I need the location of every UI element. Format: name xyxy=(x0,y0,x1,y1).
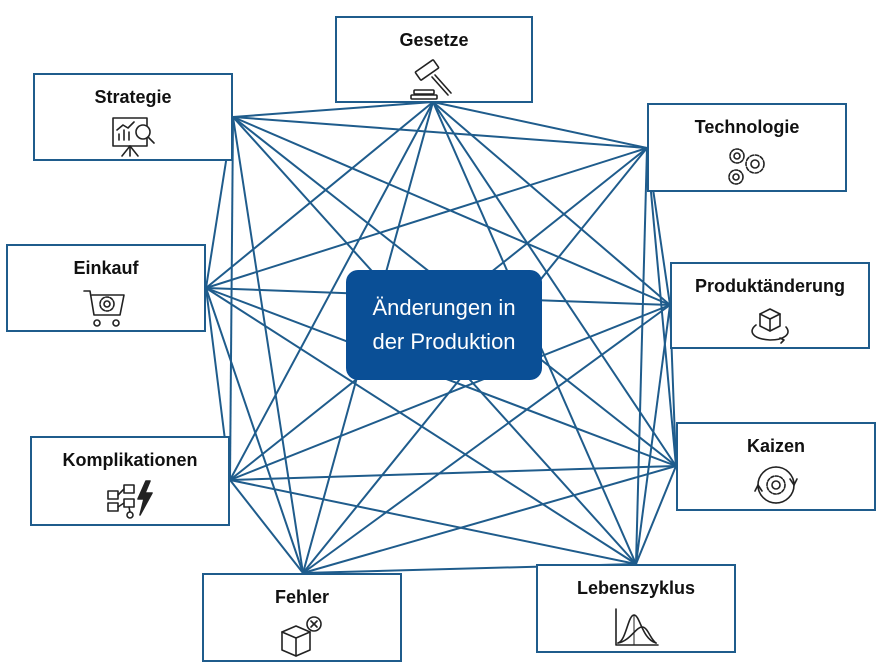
node-label-gesetze: Gesetze xyxy=(399,30,469,50)
connector-gesetze-technologie xyxy=(432,101,648,149)
flowchart-lightning-icon xyxy=(104,477,156,521)
connector-produktaenderung-komplikationen xyxy=(229,304,671,481)
connector-technologie-lebenszyklus xyxy=(635,147,648,565)
node-label-kaizen: Kaizen xyxy=(746,436,806,456)
distribution-curve-icon xyxy=(610,605,662,649)
node-kaizen: Kaizen xyxy=(676,422,876,511)
node-einkauf: Einkauf xyxy=(6,244,206,332)
connector-strategie-technologie xyxy=(232,116,648,149)
gavel-icon xyxy=(408,57,460,101)
connector-strategie-fehler xyxy=(232,116,304,574)
node-komplikationen: Komplikationen xyxy=(30,436,230,526)
node-produktaenderung: Produktänderung xyxy=(670,262,870,349)
connector-gesetze-strategie xyxy=(232,101,434,118)
node-label-technologie: Technologie xyxy=(694,117,800,137)
node-gesetze: Gesetze xyxy=(335,16,533,103)
node-label-fehler: Fehler xyxy=(274,587,330,607)
node-lebenszyklus: Lebenszyklus xyxy=(536,564,736,653)
rotating-cube-icon xyxy=(744,303,796,347)
connector-einkauf-lebenszyklus xyxy=(205,287,637,565)
node-label-strategie: Strategie xyxy=(94,87,172,107)
connector-gesetze-einkauf xyxy=(205,101,434,289)
connector-kaizen-lebenszyklus xyxy=(635,465,677,565)
connector-komplikationen-kaizen xyxy=(229,465,677,481)
gears-icon xyxy=(721,144,773,188)
center-title-line-2: der Produktion xyxy=(372,329,516,354)
box-error-icon xyxy=(276,614,328,658)
node-label-komplikationen: Komplikationen xyxy=(62,450,198,470)
node-label-einkauf: Einkauf xyxy=(73,258,139,278)
node-label-produktaenderung: Produktänderung xyxy=(694,276,845,296)
connector-gesetze-komplikationen xyxy=(229,101,434,481)
connector-komplikationen-fehler xyxy=(229,479,304,574)
connector-einkauf-fehler xyxy=(205,287,304,574)
connector-technologie-kaizen xyxy=(646,147,677,467)
connector-kaizen-fehler xyxy=(302,465,677,574)
connector-produktaenderung-lebenszyklus xyxy=(635,304,671,565)
shopping-cart-gear-icon xyxy=(80,285,132,329)
center-node: Änderungen in der Produktion xyxy=(346,270,542,380)
connector-technologie-einkauf xyxy=(205,147,648,289)
cycle-gear-icon xyxy=(750,463,802,507)
center-title-line-1: Änderungen in xyxy=(372,295,516,320)
node-technologie: Technologie xyxy=(647,103,847,192)
presentation-analysis-icon xyxy=(107,114,159,158)
connector-gesetze-kaizen xyxy=(432,101,677,467)
node-fehler: Fehler xyxy=(202,573,402,662)
connector-produktaenderung-fehler xyxy=(302,304,671,574)
node-strategie: Strategie xyxy=(33,73,233,161)
connector-komplikationen-lebenszyklus xyxy=(229,479,637,565)
node-label-lebenszyklus: Lebenszyklus xyxy=(576,578,696,598)
